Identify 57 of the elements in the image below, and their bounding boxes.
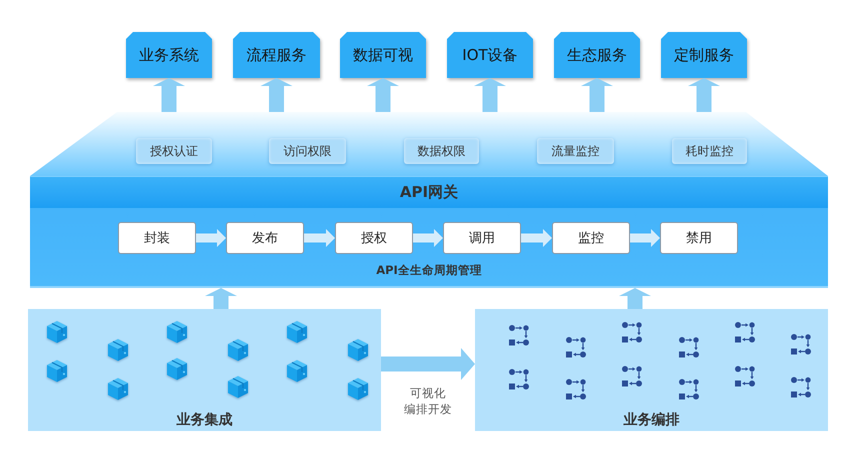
permission-chip [136, 138, 212, 164]
step-box [118, 222, 196, 254]
permission-chip [404, 138, 479, 164]
service-box [126, 32, 212, 78]
chip-label: 数据权限 [418, 142, 466, 160]
arrow [521, 229, 552, 247]
chip-label: 流量监控 [552, 142, 600, 160]
step-box [226, 222, 304, 254]
lifecycle-panel [30, 208, 828, 288]
chip-label: 访问权限 [284, 142, 332, 160]
permission-chip [672, 138, 747, 164]
arrow [581, 78, 613, 112]
step-label: 禁用 [686, 230, 712, 247]
chip-label: 耗时监控 [686, 142, 734, 160]
arrow [474, 78, 506, 112]
permission-chip [537, 138, 614, 164]
module-panel [475, 309, 828, 431]
arrow [381, 348, 475, 380]
step-label: 授权 [361, 230, 387, 247]
lifecycle-title: API全生命周期管理 [376, 262, 482, 278]
service-label: 业务系统 [139, 46, 199, 64]
chip-label: 授权认证 [150, 142, 198, 160]
service-box [233, 32, 320, 78]
arrow [205, 288, 237, 309]
gateway-panel [30, 112, 828, 208]
step-label: 封装 [144, 230, 170, 247]
service-box [340, 32, 426, 78]
arrow [619, 288, 651, 309]
panel-title: 业务集成 [176, 411, 232, 429]
step-box [552, 222, 630, 254]
service-box [447, 32, 533, 78]
arrow [630, 229, 660, 247]
step-label: 发布 [252, 230, 278, 247]
step-box [660, 222, 738, 254]
service-label: 数据可视 [353, 46, 413, 64]
step-box [443, 222, 521, 254]
service-label: IOT设备 [462, 46, 518, 64]
arrow [304, 229, 335, 247]
permission-chip [269, 138, 346, 164]
arrow [413, 229, 443, 247]
arrow [367, 78, 399, 112]
service-label: 定制服务 [674, 46, 734, 64]
service-box [661, 32, 747, 78]
step-label: 监控 [578, 230, 604, 247]
step-label: 调用 [469, 230, 495, 247]
arrow [688, 78, 720, 112]
arrow [153, 78, 185, 112]
arrow [260, 78, 292, 112]
service-box [554, 32, 640, 78]
gateway-title: API网关 [400, 182, 458, 202]
panel-title: 业务编排 [624, 411, 680, 429]
service-label: 流程服务 [246, 46, 306, 64]
step-box [335, 222, 413, 254]
arrow [196, 229, 226, 247]
edge-label: 可视化编排开发 [404, 385, 452, 418]
service-label: 生态服务 [567, 46, 627, 64]
module-panel [28, 309, 381, 431]
